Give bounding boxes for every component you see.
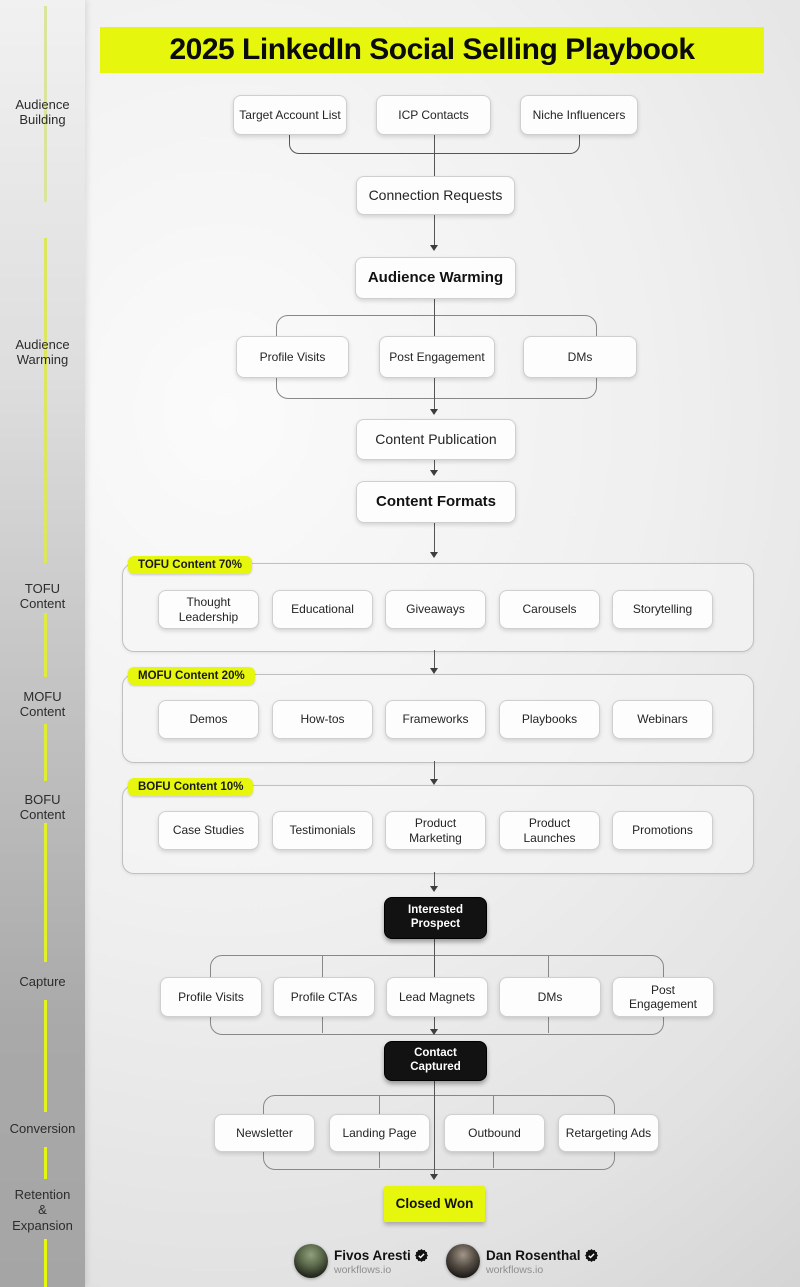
- stage-timeline-segment: [44, 1239, 47, 1287]
- author-org: workflows.io: [486, 1264, 544, 1276]
- arrow-down-icon: [430, 552, 438, 558]
- connector-line: [434, 213, 435, 245]
- node-target-account-list: Target Account List: [233, 95, 347, 135]
- node-capture-post-engagement: Post Engagement: [612, 977, 714, 1017]
- node-retargeting-ads: Retargeting Ads: [558, 1114, 659, 1152]
- arrow-down-icon: [430, 668, 438, 674]
- stage-label-tofu-content: TOFU Content: [19, 581, 66, 612]
- node-playbooks: Playbooks: [499, 700, 600, 739]
- node-frameworks: Frameworks: [385, 700, 486, 739]
- node-icp-contacts: ICP Contacts: [376, 95, 491, 135]
- node-educational: Educational: [272, 590, 373, 629]
- node-capture-profile-visits: Profile Visits: [160, 977, 262, 1017]
- arrow-down-icon: [430, 1174, 438, 1180]
- arrow-down-icon: [430, 779, 438, 785]
- funnel-stage-sidebar: [0, 0, 85, 1287]
- verified-badge-icon: [584, 1249, 598, 1262]
- stage-timeline-segment: [44, 1000, 47, 1112]
- node-carousels: Carousels: [499, 590, 600, 629]
- node-promotions: Promotions: [612, 811, 713, 850]
- arrow-down-icon: [430, 470, 438, 476]
- verified-badge-icon: [414, 1249, 428, 1262]
- stage-label-conversion: Conversion: [9, 1121, 76, 1136]
- node-contact-captured: Contact Captured: [384, 1041, 487, 1081]
- node-dms: DMs: [523, 336, 637, 378]
- node-webinars: Webinars: [612, 700, 713, 739]
- node-testimonials: Testimonials: [272, 811, 373, 850]
- node-niche-influencers: Niche Influencers: [520, 95, 638, 135]
- stage-label-bofu-content: BOFU Content: [19, 792, 66, 823]
- node-post-engagement: Post Engagement: [379, 336, 495, 378]
- author-name: Fivos Aresti: [334, 1248, 428, 1263]
- connector-line: [434, 458, 435, 470]
- node-how-tos: How-tos: [272, 700, 373, 739]
- author-name: Dan Rosenthal: [486, 1248, 598, 1263]
- connector-line: [434, 761, 435, 779]
- stage-label-audience-building: Audience Building: [15, 97, 70, 128]
- connector-line: [434, 133, 435, 176]
- node-capture-dms: DMs: [499, 977, 601, 1017]
- node-interested-prospect: Interested Prospect: [384, 897, 487, 939]
- stage-timeline-segment: [44, 1147, 47, 1179]
- node-audience-warming: Audience Warming: [355, 257, 516, 299]
- author-avatar: [446, 1244, 480, 1278]
- arrow-down-icon: [430, 409, 438, 415]
- node-storytelling: Storytelling: [612, 590, 713, 629]
- stage-label-audience-warming: Audience Warming: [15, 337, 70, 368]
- section-tag-tofu: TOFU Content 70%: [128, 556, 252, 574]
- node-capture-lead-magnets: Lead Magnets: [386, 977, 488, 1017]
- stage-label-retention-expansion: Retention & Expansion: [12, 1187, 73, 1233]
- node-profile-visits: Profile Visits: [236, 336, 349, 378]
- node-newsletter: Newsletter: [214, 1114, 315, 1152]
- node-content-formats: Content Formats: [356, 481, 516, 523]
- stage-timeline-segment: [44, 613, 47, 677]
- author-org: workflows.io: [334, 1264, 392, 1276]
- section-tag-bofu: BOFU Content 10%: [128, 778, 254, 796]
- arrow-down-icon: [430, 1029, 438, 1035]
- connector-line: [434, 521, 435, 552]
- stage-timeline-segment: [44, 823, 47, 962]
- stage-timeline-segment: [44, 724, 47, 781]
- stage-label-mofu-content: MOFU Content: [19, 689, 66, 720]
- node-product-launches: Product Launches: [499, 811, 600, 850]
- node-giveaways: Giveaways: [385, 590, 486, 629]
- node-demos: Demos: [158, 700, 259, 739]
- node-thought-leadership: Thought Leadership: [158, 590, 259, 629]
- connector-line: [434, 872, 435, 886]
- page-title: 2025 LinkedIn Social Selling Playbook: [100, 27, 764, 73]
- node-connection-requests: Connection Requests: [356, 176, 515, 215]
- author-name-text: Dan Rosenthal: [486, 1248, 581, 1263]
- node-product-marketing: Product Marketing: [385, 811, 486, 850]
- author-name-text: Fivos Aresti: [334, 1248, 411, 1263]
- stage-timeline-segment: [44, 6, 47, 202]
- stage-timeline-segment: [44, 238, 47, 563]
- node-capture-profile-ctas: Profile CTAs: [273, 977, 375, 1017]
- node-case-studies: Case Studies: [158, 811, 259, 850]
- connector-line: [434, 650, 435, 668]
- stage-label-capture: Capture: [19, 974, 66, 989]
- arrow-down-icon: [430, 886, 438, 892]
- arrow-down-icon: [430, 245, 438, 251]
- node-outbound: Outbound: [444, 1114, 545, 1152]
- node-closed-won: Closed Won: [384, 1186, 485, 1222]
- node-landing-page: Landing Page: [329, 1114, 430, 1152]
- node-content-publication: Content Publication: [356, 419, 516, 460]
- connector-line: [434, 1079, 435, 1174]
- section-tag-mofu: MOFU Content 20%: [128, 667, 255, 685]
- author-avatar: [294, 1244, 328, 1278]
